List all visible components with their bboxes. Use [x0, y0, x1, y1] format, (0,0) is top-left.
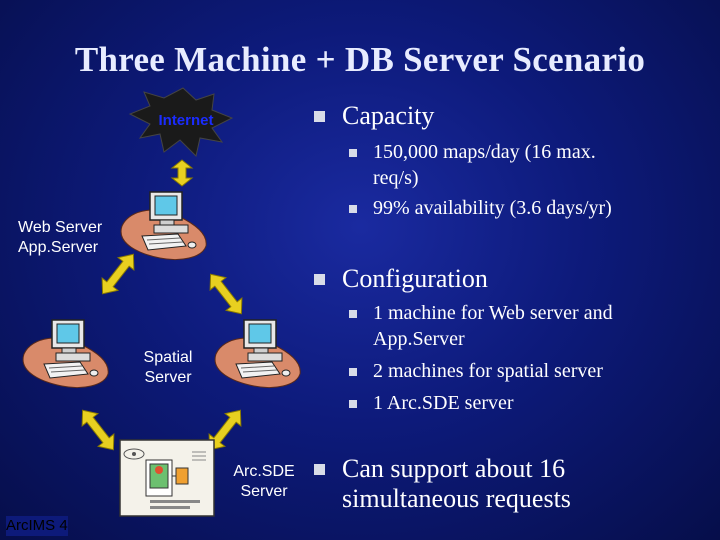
spatial-server-label-line1: Spatial: [143, 349, 193, 366]
bullet-simultaneous-line1: Can support about 16: [342, 454, 566, 483]
bullet-simultaneous-line2: simultaneous requests: [342, 484, 571, 513]
bullet-square-icon: [314, 464, 325, 475]
arcsde-server-label-line2: Server: [240, 483, 288, 500]
sub-bullet-square-icon: [349, 310, 357, 318]
sub-bullet-square-icon: [349, 205, 357, 213]
sub-bullet-arcsde-text: 1 Arc.SDE server: [373, 392, 514, 414]
bullet-square-icon: [314, 274, 325, 285]
sub-bullet-maps-line2: req/s): [373, 167, 419, 189]
spatial-server-label: Spatial Server: [128, 348, 208, 388]
sub-bullet-web-machine-line1: 1 machine for Web server and: [373, 302, 613, 324]
spatial-server-right-computer: [214, 319, 301, 389]
web-server-label-line1: Web Server: [18, 219, 103, 236]
sub-bullet-web-machine-line2: App.Server: [373, 328, 465, 350]
spatial-server-label-line2: Server: [144, 369, 192, 386]
arrow-spatial-left-db: [74, 403, 122, 457]
sub-bullet-availability-text: 99% availability (3.6 days/yr): [373, 197, 612, 219]
bullet-configuration-text: Configuration: [342, 264, 488, 293]
arcims-label: ArcIMS 4: [6, 516, 68, 536]
slide-title: Three Machine + DB Server Scenario: [74, 40, 646, 79]
internet-burst: [128, 87, 234, 157]
sub-bullet-square-icon: [349, 149, 357, 157]
web-server-computer: [120, 191, 207, 261]
web-server-label: Web Server App.Server: [18, 218, 102, 258]
arcsde-server-image: [119, 439, 215, 517]
sub-bullet-maps-line1: 150,000 maps/day (16 max.: [373, 141, 596, 163]
arcsde-server-label: Arc.SDE Server: [224, 462, 304, 502]
spatial-server-left-computer: [22, 319, 109, 389]
arcsde-server-label-line1: Arc.SDE: [233, 463, 295, 480]
sub-bullet-square-icon: [349, 368, 357, 376]
arrow-internet-web: [170, 159, 194, 187]
bullet-square-icon: [314, 111, 325, 122]
arrow-web-spatial-right: [202, 267, 250, 321]
bullet-capacity-text: Capacity: [342, 101, 435, 130]
sub-bullet-square-icon: [349, 400, 357, 408]
sub-bullet-spatial-machines-text: 2 machines for spatial server: [373, 360, 603, 382]
web-server-label-line2: App.Server: [18, 239, 99, 256]
internet-label: Internet: [158, 112, 214, 129]
